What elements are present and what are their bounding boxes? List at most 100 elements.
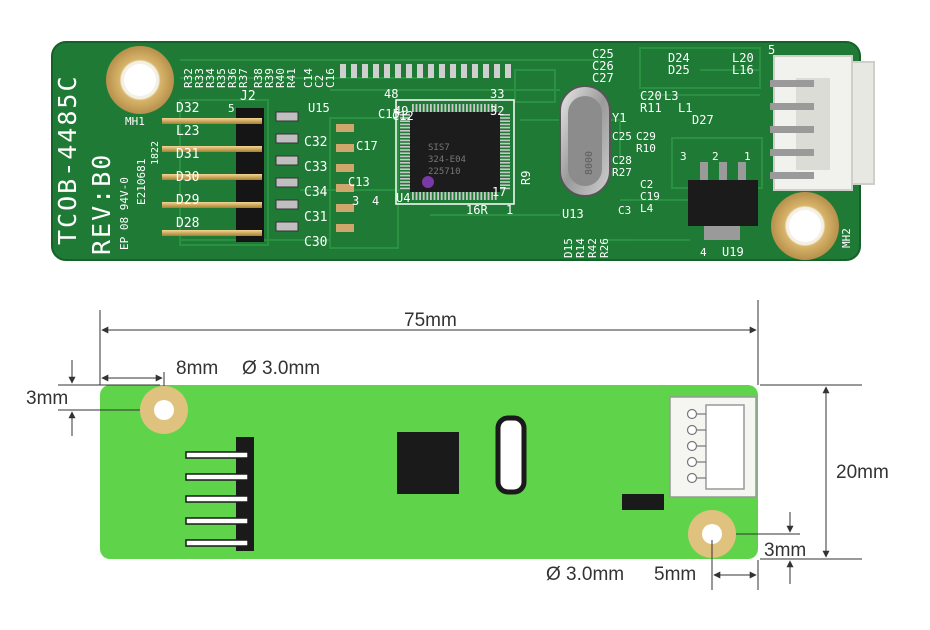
component-label: R14 <box>574 238 587 258</box>
header-pin <box>162 146 262 152</box>
component-label: C19 <box>640 190 660 203</box>
smd-capacitor <box>336 144 354 152</box>
component-label: C2 <box>640 178 653 191</box>
component-label: R10 <box>636 142 656 155</box>
chip-pin-number: 33 <box>490 87 504 101</box>
diagram-connector-pin <box>686 472 698 484</box>
diode-label: D30 <box>176 170 199 185</box>
resistor-label: R37 <box>237 68 250 88</box>
resistor-label: R38 <box>252 68 265 88</box>
capacitor-label: C30 <box>304 235 327 250</box>
regulator-u19 <box>688 162 758 240</box>
resistor-label: R40 <box>274 68 287 88</box>
smd-resistor <box>275 133 299 144</box>
smd-pad <box>483 64 489 78</box>
smd-capacitor <box>336 184 354 192</box>
pin-header-j2 <box>162 108 264 242</box>
chip-pin-number: 1 <box>506 203 513 217</box>
smd-pad <box>472 64 478 78</box>
u13-label: U13 <box>562 207 584 221</box>
diagram-header-pin <box>185 539 249 547</box>
diode-label: L23 <box>176 124 199 139</box>
regulator-pin-label: 2 <box>712 150 719 163</box>
dim-length-label: 75mm <box>404 310 457 331</box>
header-pin <box>162 174 262 180</box>
component-label: C3 <box>618 204 631 217</box>
header-pin-label: 5 <box>228 102 235 115</box>
connector-pin <box>770 149 814 156</box>
diagram-pin-header <box>185 437 254 551</box>
smd-components-left <box>275 111 354 232</box>
diagram-header-pin <box>185 473 249 481</box>
u4-label: U4 <box>396 191 410 205</box>
capacitor-label: C16 <box>324 68 337 88</box>
chip-pin-number: 17 <box>492 185 506 199</box>
dimension-lines <box>58 300 862 590</box>
dim-hole-offset-x-bottom-label: 5mm <box>654 564 696 585</box>
fr-rating-text: EP 08 94V-0 <box>118 177 131 250</box>
header-pin <box>162 202 262 208</box>
chip-marking-line1: SIS7 <box>428 143 450 153</box>
jst-connector-photo <box>770 55 875 191</box>
component-label: R26 <box>598 238 611 258</box>
smd-pad <box>428 64 434 78</box>
smd-capacitor <box>336 164 354 172</box>
smd-resistor <box>275 199 299 210</box>
smd-top-row <box>340 64 511 78</box>
capacitor-label: C25 <box>592 47 614 61</box>
board-id-text: TCOB-4485C <box>53 74 82 245</box>
diagram-chip <box>397 432 459 494</box>
dim-hole-diameter-bottom-label: Ø 3.0mm <box>546 564 624 585</box>
connector-pin <box>770 103 814 110</box>
capacitor-label: C14 <box>302 68 315 88</box>
smd-capacitor <box>336 124 354 132</box>
capacitor-label: C31 <box>304 210 327 225</box>
component-label: R42 <box>586 238 599 258</box>
component-label: L20 <box>732 51 754 65</box>
resistor-label: R39 <box>263 68 276 88</box>
smd-pad <box>351 64 357 78</box>
misc-label: 4 <box>372 194 379 208</box>
connector-pin <box>770 172 814 179</box>
resistor-label: R33 <box>193 68 206 88</box>
connector-pin <box>770 126 814 133</box>
board-revision-text: REV:B0 <box>87 153 116 255</box>
dim-hole-diameter-top-label: Ø 3.0mm <box>242 358 320 379</box>
diagram-crystal <box>495 415 527 495</box>
smd-pad <box>340 64 346 78</box>
diode-label: D31 <box>176 147 199 162</box>
chip-marking-line2: 324-E04 <box>428 155 466 165</box>
component-label: C25 <box>612 130 632 143</box>
resistor-label: R32 <box>182 68 195 88</box>
misc-label: 3 <box>352 194 359 208</box>
capacitor-label: C27 <box>592 71 614 85</box>
dim-hole-offset-y-bottom-label: 3mm <box>764 540 806 561</box>
smd-pad <box>494 64 500 78</box>
component-label: L16 <box>732 63 754 77</box>
chip-pin-number: 49 <box>394 104 408 118</box>
diagram-connector <box>669 396 757 498</box>
smd-pad <box>461 64 467 78</box>
diode-label: D28 <box>176 216 199 231</box>
diagram-connector-pin <box>686 456 698 468</box>
date-code-text: 1822 <box>150 141 161 165</box>
r9-label: R9 <box>519 171 533 185</box>
component-label: R27 <box>612 166 632 179</box>
component-label: D25 <box>668 63 690 77</box>
smd-pad <box>417 64 423 78</box>
diagram-small-component <box>622 494 664 510</box>
smd-pad <box>384 64 390 78</box>
smd-pad <box>362 64 368 78</box>
diagram-header-pin <box>185 451 249 459</box>
smd-resistor <box>275 177 299 188</box>
smd-pad <box>373 64 379 78</box>
misc-label: C13 <box>348 175 370 189</box>
component-label: C20 <box>640 89 662 103</box>
diagram-header-pin <box>185 517 249 525</box>
